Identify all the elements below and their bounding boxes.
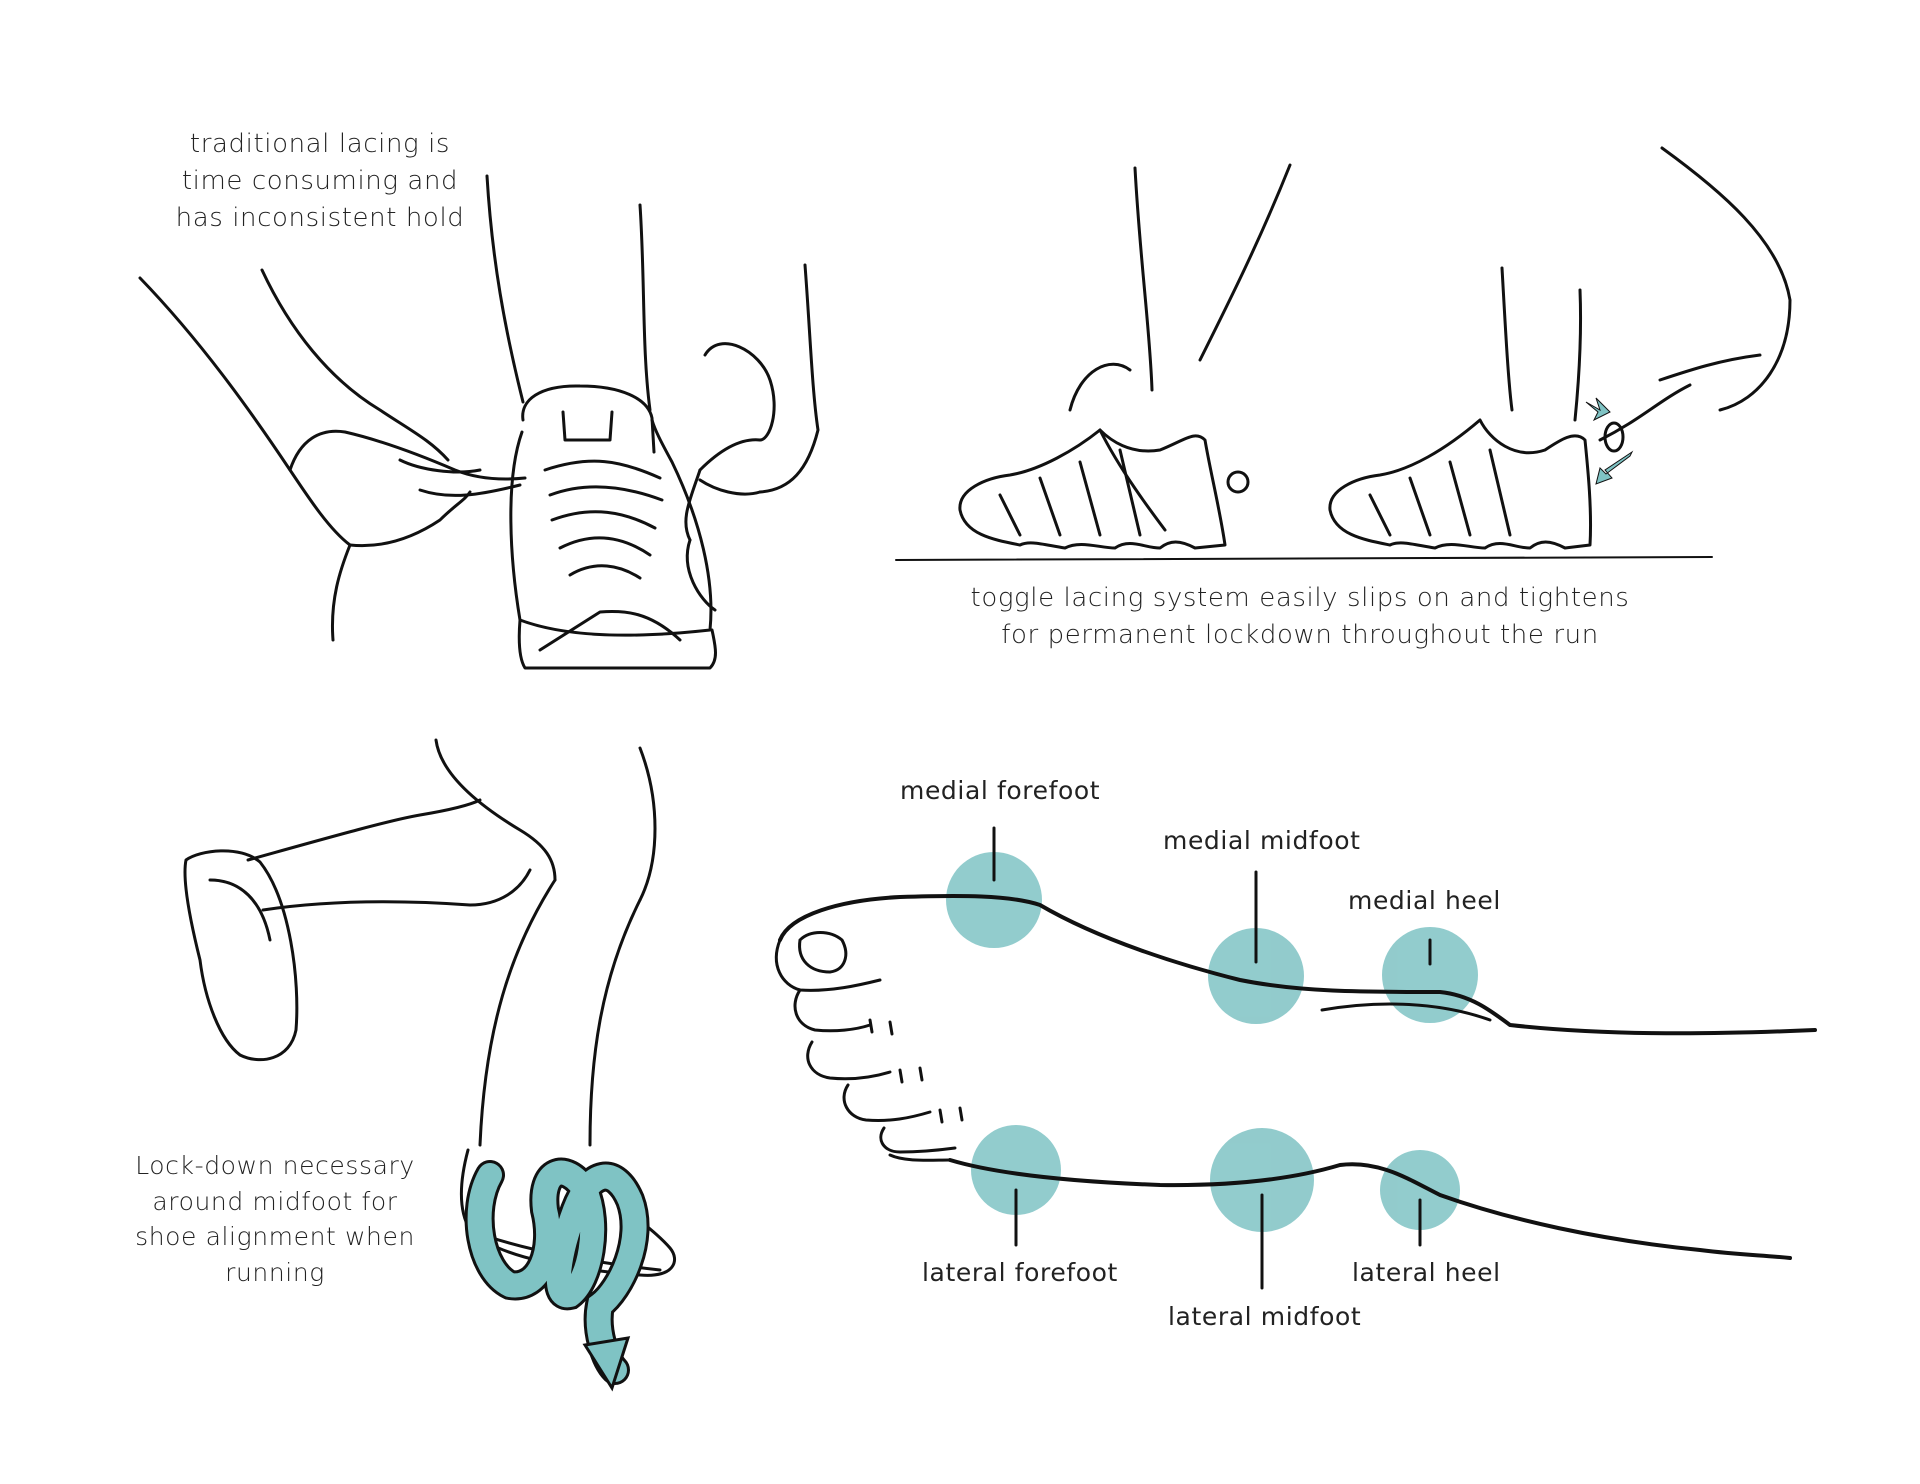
- traditional-lacing-illustration: [140, 176, 818, 668]
- lockdown-caption: Lock-down necessary around midfoot for s…: [120, 1148, 430, 1290]
- label-lateral-heel: lateral heel: [1352, 1258, 1501, 1287]
- caption-line: traditional lacing is: [150, 126, 490, 163]
- caption-line: has inconsistent hold: [150, 200, 490, 237]
- caption-line: around midfoot for: [120, 1184, 430, 1220]
- caption-line: running: [120, 1255, 430, 1291]
- traditional-lacing-caption: traditional lacing is time consuming and…: [150, 126, 490, 237]
- label-lateral-midfoot: lateral midfoot: [1168, 1302, 1361, 1331]
- caption-line: shoe alignment when: [120, 1219, 430, 1255]
- toggle-lacing-illustration: [896, 148, 1790, 560]
- toggle-lacing-caption: toggle lacing system easily slips on and…: [960, 580, 1640, 654]
- caption-line: Lock-down necessary: [120, 1148, 430, 1184]
- pull-arrow-icons: [1586, 398, 1632, 484]
- caption-line: time consuming and: [150, 163, 490, 200]
- label-medial-heel: medial heel: [1348, 886, 1501, 915]
- label-medial-forefoot: medial forefoot: [900, 776, 1100, 805]
- caption-line: toggle lacing system easily slips on and…: [960, 580, 1640, 617]
- label-medial-midfoot: medial midfoot: [1163, 826, 1361, 855]
- caption-line: for permanent lockdown throughout the ru…: [960, 617, 1640, 654]
- lockdown-spiral-icon: [480, 1173, 635, 1388]
- label-lateral-forefoot: lateral forefoot: [922, 1258, 1118, 1287]
